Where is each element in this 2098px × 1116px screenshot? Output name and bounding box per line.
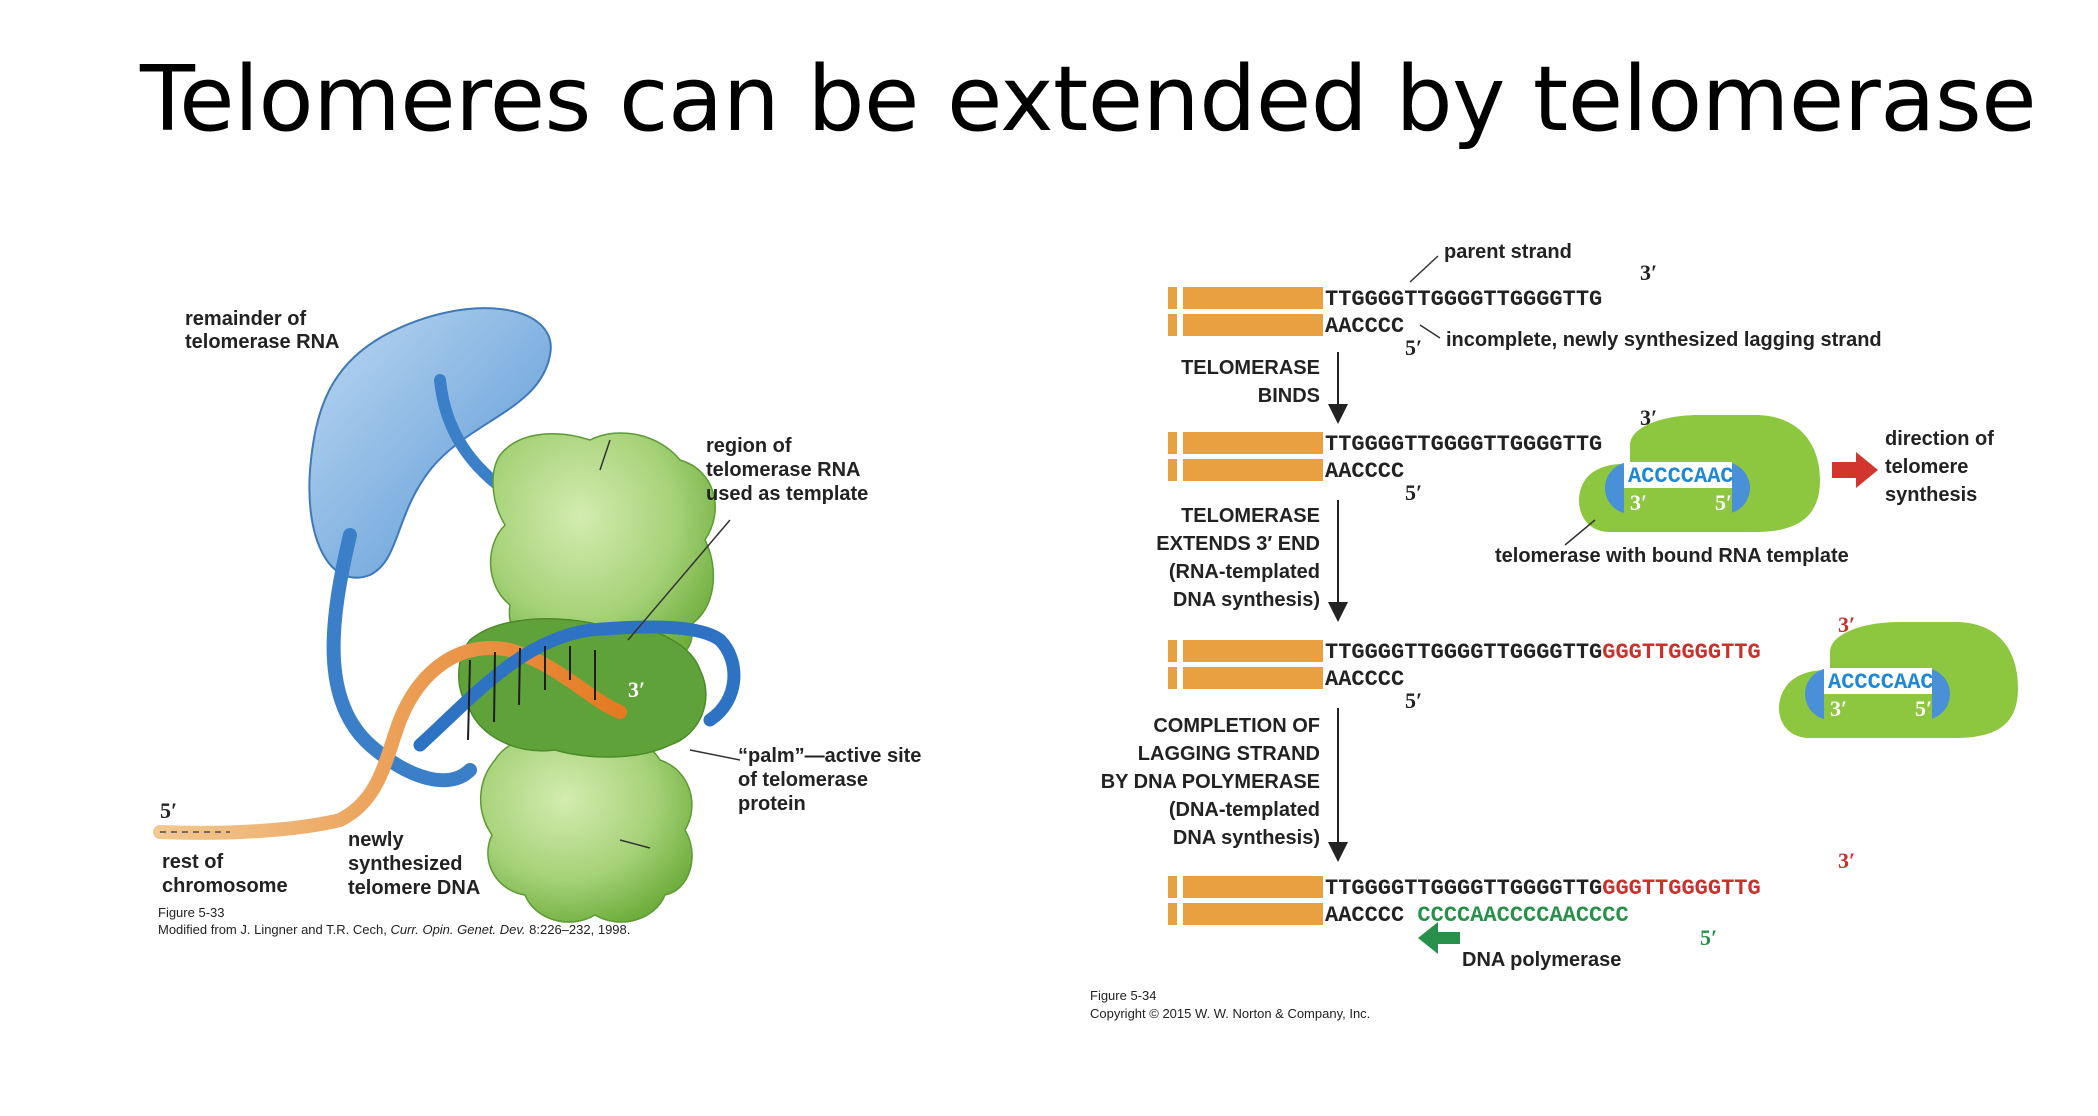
dna-row-4: TTGGGGTTGGGGTTGGGGTTGGGGTTGGGGTTG AACCCC… [1168, 848, 1855, 971]
step3-line1: COMPLETION OF [1153, 715, 1320, 737]
left-caption-source: Modified from J. Lingner and T.R. Cech, … [158, 922, 630, 937]
label-direction-1: direction of [1885, 428, 1994, 450]
row4-bottom-seq: AACCCC CCCCAACCCCAACCCC [1325, 903, 1629, 928]
step1-line2: BINDS [1258, 385, 1320, 407]
row2-bottom-seq: AACCCC [1325, 459, 1404, 484]
row4-3prime: 3′ [1838, 848, 1855, 873]
label-newly-2: synthesized [348, 853, 462, 875]
label-rest-2: chromosome [162, 875, 288, 897]
label-newly-3: telomere DNA [348, 877, 480, 899]
label-palm-3: protein [738, 793, 806, 815]
label-newly-1: newly [348, 829, 404, 851]
label-lagging-strand: incomplete, newly synthesized lagging st… [1446, 329, 1882, 351]
right-figure: TTGGGGTTGGGGTTGGGGTTG AACCCC 3′ 5′ paren… [1090, 241, 2018, 1021]
row1-top-seq: TTGGGGTTGGGGTTGGGGTTG [1325, 287, 1602, 312]
step2-line2: EXTENDS 3′ END [1156, 533, 1320, 555]
label-dna-polymerase: DNA polymerase [1462, 949, 1621, 971]
row2-rna-template: ACCCCAAC [1628, 464, 1734, 489]
row2-top-seq: TTGGGGTTGGGGTTGGGGTTG [1325, 432, 1602, 457]
row2-rna-5prime: 5′ [1715, 490, 1732, 515]
label-template-region-2: telomerase RNA [706, 459, 861, 481]
row3-top-seq: TTGGGGTTGGGGTTGGGGTTGGGGTTGGGGTTG [1325, 640, 1761, 665]
label-template-region-1: region of [706, 435, 792, 457]
row1-bottom-seq: AACCCC [1325, 314, 1404, 339]
row3-bottom-seq: AACCCC [1325, 667, 1404, 692]
label-left-3prime: 3′ [628, 677, 645, 702]
step2-line4: DNA synthesis) [1173, 589, 1320, 611]
step1-line1: TELOMERASE [1181, 357, 1320, 379]
label-palm-2: of telomerase [738, 769, 868, 791]
row1-3prime: 3′ [1640, 260, 1657, 285]
label-rest-1: rest of [162, 851, 223, 873]
step2-line3: (RNA-templated [1169, 561, 1320, 583]
label-remainder-rna-2: telomerase RNA [185, 331, 340, 353]
telomerase-protein-lower [481, 733, 692, 922]
row3-5prime: 5′ [1405, 688, 1422, 713]
right-caption-figure: Figure 5-34 [1090, 988, 1156, 1003]
row3-rna-template: ACCCCAAC [1828, 670, 1934, 695]
step3-line4: (DNA-templated [1169, 799, 1320, 821]
row1-5prime: 5′ [1405, 335, 1422, 360]
label-direction-3: synthesis [1885, 484, 1977, 506]
label-parent-strand: parent strand [1444, 241, 1572, 263]
step3-line5: DNA synthesis) [1173, 827, 1320, 849]
label-telomerase-template: telomerase with bound RNA template [1495, 545, 1849, 567]
row3-rna-5prime: 5′ [1915, 696, 1932, 721]
right-caption-copyright: Copyright © 2015 W. W. Norton & Company,… [1090, 1006, 1370, 1021]
label-remainder-rna-1: remainder of [185, 308, 306, 330]
left-caption-figure: Figure 5-33 [158, 905, 224, 920]
step3-line2: LAGGING STRAND [1138, 743, 1320, 765]
row2-5prime: 5′ [1405, 480, 1422, 505]
label-palm-1: “palm”—active site [738, 745, 921, 767]
row4-top-seq: TTGGGGTTGGGGTTGGGGTTGGGGTTGGGGTTG [1325, 876, 1761, 901]
row2-rna-3prime: 3′ [1630, 490, 1647, 515]
direction-arrow-icon [1832, 452, 1878, 488]
row3-rna-3prime: 3′ [1830, 696, 1847, 721]
dna-row-1: TTGGGGTTGGGGTTGGGGTTG AACCCC 3′ 5′ paren… [1168, 241, 1882, 360]
label-direction-2: telomere [1885, 456, 1968, 478]
label-left-5prime: 5′ [160, 798, 177, 823]
step2-line1: TELOMERASE [1181, 505, 1320, 527]
row4-5prime: 5′ [1700, 925, 1717, 950]
step3-line3: BY DNA POLYMERASE [1101, 771, 1320, 793]
label-template-region-3: used as template [706, 483, 868, 505]
left-figure: remainder of telomerase RNA region of te… [158, 308, 921, 937]
